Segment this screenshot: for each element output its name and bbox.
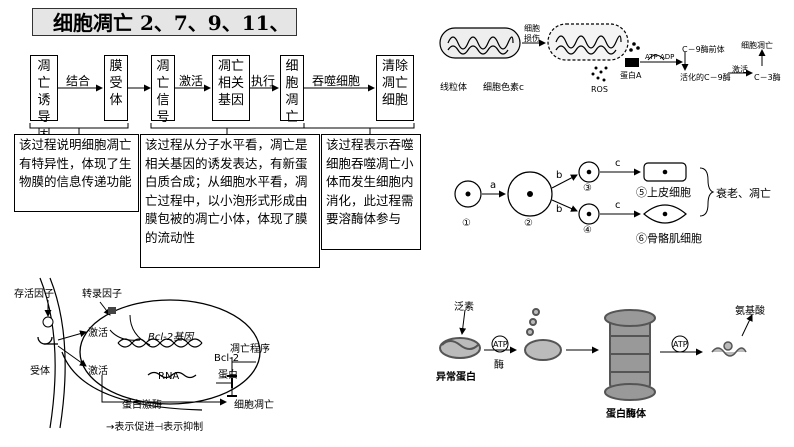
label-bcl2: Bcl-2 (214, 353, 240, 364)
abnormal-protein-shape (439, 337, 481, 359)
arrow-label-phagocyte: 吞噬细胞 (312, 74, 361, 88)
label-activate-2: 激活 (88, 366, 108, 377)
label-atp-1: ATP (493, 340, 508, 349)
label-cell-death: 细胞凋亡 (234, 400, 274, 411)
flow-box-apoptosis: 细胞凋亡 (280, 55, 304, 125)
label-mito: 线粒体 (440, 83, 468, 93)
mitochondrion-damaged (547, 23, 629, 61)
proteasome-shape (604, 309, 656, 401)
label-legend: →表示促进⊣表示抑制 (106, 422, 204, 433)
label-bcl2-gene: Bcl-2基因 (148, 332, 194, 343)
label-atp-adp: ATP ADP (645, 53, 675, 61)
mitochondrion-intact (439, 27, 521, 59)
label-amino-acid: 氨基酸 (735, 306, 765, 317)
diff-letter-a: a (490, 180, 497, 191)
flow-box-clear: 清除凋亡细胞 (376, 55, 414, 121)
diff-step-3: ③ (583, 183, 592, 194)
label-c9-precursor: C－9酶前体 (682, 45, 725, 54)
diff-cell-epithelial: ⑤上皮细胞 (636, 186, 691, 199)
label-ubiquitin: 泛素 (454, 302, 474, 313)
receptor-shape (37, 336, 58, 345)
label-activate-mito: 激活 (732, 65, 748, 74)
diff-step-1: ① (462, 218, 471, 229)
note-phagocytosis: 该过程表示吞噬细胞吞噬凋亡小体而发生细胞内消化，此过程需要溶酶体参与 (321, 134, 421, 250)
arrow-label-bind: 结合 (66, 74, 91, 88)
label-c3: C－3酶 (754, 73, 781, 82)
note-brackets (29, 123, 415, 134)
label-ros: ROS (591, 85, 608, 94)
label-rna: RNA (158, 371, 180, 382)
survival-factor-shape (42, 316, 54, 328)
atp-circle-1 (491, 335, 509, 353)
label-kinase: 蛋白激酶 (122, 400, 162, 411)
diff-letter-b2: b (556, 204, 563, 215)
label-program: 凋亡程序 (230, 344, 270, 355)
label-damage: 细胞损伤 (524, 24, 540, 43)
dna-helix (117, 338, 203, 379)
diff-fate: 衰老、凋亡 (716, 187, 771, 200)
amino-acid-shape (711, 341, 747, 357)
membrane (39, 277, 261, 429)
label-apoptosis-mito: 细胞凋亡 (741, 41, 773, 50)
flow-box-inducer: 凋亡诱导因子 (30, 55, 58, 159)
label-survival-factor: 存活因子 (14, 289, 54, 300)
ros-dots (591, 42, 640, 82)
label-activate-1: 激活 (88, 328, 108, 339)
tagged-protein-shape (524, 308, 562, 361)
flow-box-related-gene: 凋亡相关基因 (212, 55, 250, 121)
page-title: 细胞凋亡 2、7、9、11、 (32, 8, 297, 36)
label-proteasome: 蛋白酶体 (606, 409, 646, 420)
flow-box-membrane-receptor: 膜受体 (104, 55, 128, 121)
label-protein-a: 蛋白A (620, 71, 642, 80)
diff-letter-c1: c (615, 158, 621, 169)
note-specificity: 该过程说明细胞凋亡有特异性，体现了生物膜的信息传递功能 (14, 134, 139, 212)
label-active-c9: 活化的C－9酶 (680, 73, 731, 82)
tf-shape (108, 307, 116, 314)
diff-step-2: ② (524, 218, 533, 229)
diff-cell-muscle: ⑥骨骼肌细胞 (636, 232, 702, 245)
arrow-label-execute: 执行 (251, 74, 276, 88)
diff-step-4: ④ (583, 225, 592, 236)
flow-box-signal: 凋亡信号 (151, 55, 175, 125)
protein-a-shape (625, 58, 639, 67)
note-molecular: 该过程从分子水平看，凋亡是相关基因的诱发表达，有新蛋白质合成；从细胞水平看，凋亡… (140, 134, 320, 268)
label-abnormal-protein: 异常蛋白 (436, 372, 476, 383)
label-cytc: 细胞色素c (483, 83, 524, 93)
label-protein: 蛋白 (218, 370, 238, 381)
arrow-label-activate: 激活 (179, 74, 204, 88)
label-atp-2: ATP (673, 340, 688, 349)
label-enzyme: 酶 (494, 360, 504, 371)
label-receptor: 受体 (30, 366, 50, 377)
diff-letter-b1: b (556, 170, 563, 181)
diff-letter-c2: c (615, 200, 621, 211)
label-transcription-factor: 转录因子 (82, 289, 122, 300)
